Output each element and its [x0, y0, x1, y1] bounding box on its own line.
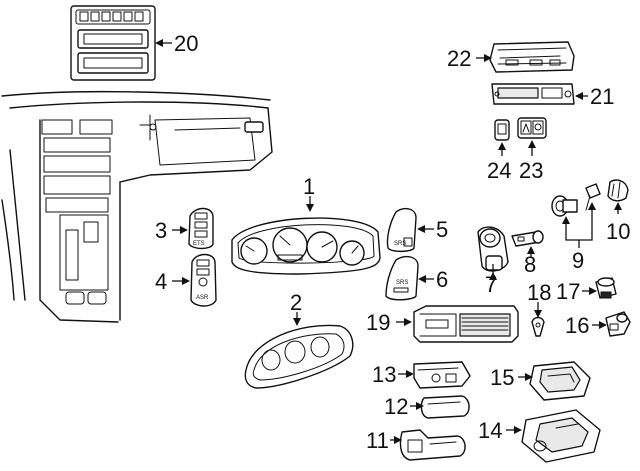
callout-1: 1	[303, 174, 315, 199]
part-3-steering-switch: ETS	[188, 207, 214, 250]
part-2-cluster-lens	[244, 324, 354, 389]
part-13-switch-housing	[413, 361, 471, 389]
callout-12: 12	[384, 394, 408, 419]
callout-5: 5	[436, 217, 448, 242]
part-12-trim-piece	[420, 395, 470, 419]
part-5-label: SRS	[394, 241, 406, 247]
part-18-small-bulb	[531, 316, 545, 337]
callout-22: 22	[447, 46, 471, 71]
callout-11: 11	[366, 428, 389, 453]
part-9-lock-and-key	[551, 183, 601, 217]
callout-14: 14	[478, 418, 502, 443]
part-16-bulb-socket	[605, 311, 631, 337]
callout-10: 10	[606, 219, 630, 244]
part-7-ignition-switch	[477, 226, 509, 272]
part-11-cup-holder	[399, 429, 466, 461]
part-3-label: ETS	[193, 241, 205, 247]
part-14-storage-tray	[521, 409, 601, 463]
part-21-display-unit	[491, 83, 575, 105]
part-1-instrument-cluster	[231, 217, 381, 275]
part-23-dual-switch	[517, 117, 547, 139]
part-20-climate-bezel	[70, 5, 156, 81]
callout-15: 15	[490, 365, 514, 390]
callout-18: 18	[527, 280, 551, 305]
callout-9: 9	[572, 248, 584, 273]
callout-23: 23	[519, 158, 543, 183]
part-8-lock-cylinder	[511, 230, 544, 247]
callout-8: 8	[524, 252, 536, 277]
dashboard-illustration	[1, 90, 273, 323]
part-22-control-unit	[489, 41, 575, 73]
callout-2: 2	[290, 290, 302, 315]
callout-24: 24	[487, 158, 511, 183]
part-4-label: ASR	[196, 295, 209, 301]
callout-19: 19	[366, 310, 390, 335]
part-4-steering-switch: ASR	[190, 253, 217, 307]
part-6-label: SRS	[396, 280, 408, 286]
callout-20: 20	[174, 31, 198, 56]
callout-3: 3	[155, 218, 167, 243]
callout-4: 4	[155, 269, 167, 294]
part-10-switch-knob	[607, 179, 629, 202]
callout-6: 6	[436, 267, 448, 292]
part-17-bulb-socket	[595, 277, 617, 299]
callout-7: 7	[485, 272, 497, 297]
callout-13: 13	[372, 362, 396, 387]
callout-17: 17	[556, 279, 580, 304]
callout-16: 16	[565, 313, 589, 338]
part-5-switch-panel: SRS	[386, 207, 417, 253]
part-15-ashtray-insert	[529, 361, 591, 401]
part-6-switch-panel: SRS	[385, 255, 419, 301]
callout-21: 21	[590, 84, 614, 109]
part-19-control-module	[413, 305, 519, 343]
part-24-small-switch	[494, 119, 510, 141]
